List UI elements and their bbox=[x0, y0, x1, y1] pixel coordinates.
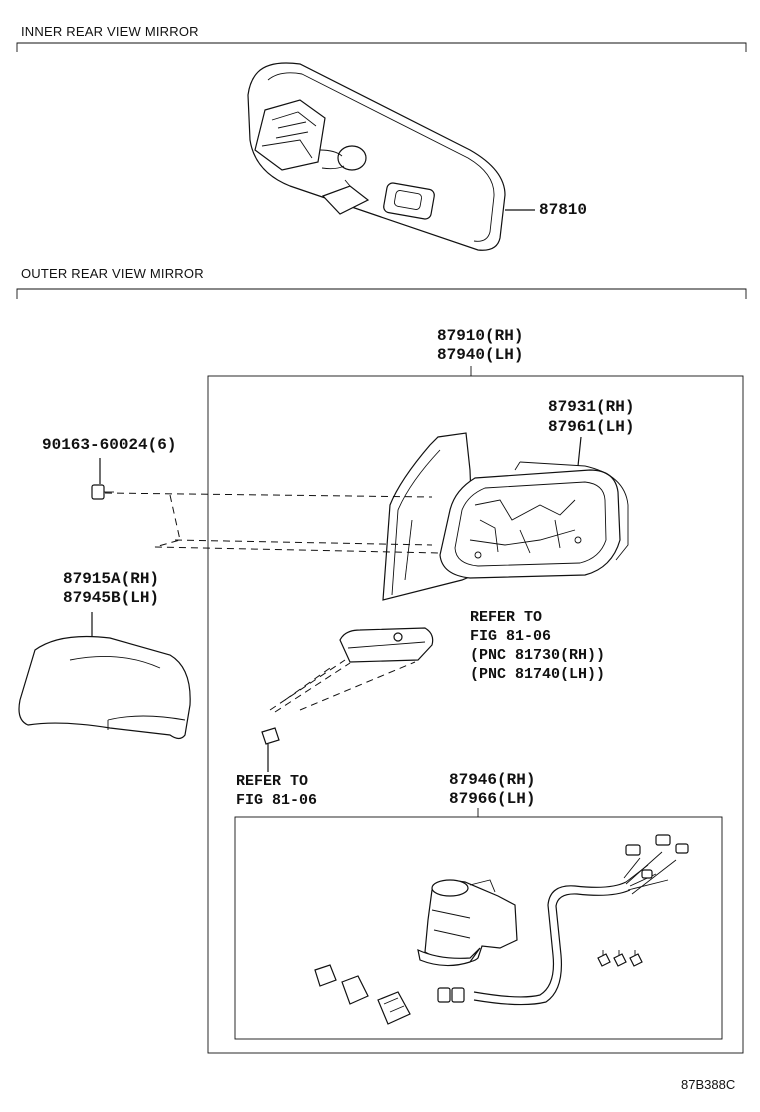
turn-signal-reference-line1: REFER TO bbox=[470, 609, 543, 626]
screw-illustration bbox=[91, 458, 114, 500]
part-number-mirror-glass-rh[interactable]: 87931(RH) bbox=[548, 398, 635, 416]
inner-section-bracket bbox=[16, 42, 747, 52]
bolt-reference-line1: REFER TO bbox=[236, 773, 309, 790]
inner-mirror-illustration bbox=[247, 62, 535, 251]
outer-section-bracket bbox=[16, 288, 747, 299]
inner-section-title: INNER REAR VIEW MIRROR bbox=[21, 24, 199, 39]
turn-signal-reference-line4[interactable]: (PNC 81740(LH)) bbox=[470, 666, 606, 683]
part-number-screw[interactable]: 90163-60024(6) bbox=[42, 436, 177, 454]
part-number-cover-rh[interactable]: 87915A(RH) bbox=[63, 570, 160, 588]
outer-section-title: OUTER REAR VIEW MIRROR bbox=[21, 266, 204, 281]
part-number-inner-mirror[interactable]: 87810 bbox=[539, 201, 588, 219]
diagram-code: 87B388C bbox=[681, 1077, 736, 1092]
part-number-actuator-rh[interactable]: 87946(RH) bbox=[449, 771, 536, 789]
turn-signal-illustration bbox=[261, 627, 434, 772]
turn-signal-reference-line2[interactable]: FIG 81-06 bbox=[470, 628, 552, 645]
outer-mirror-box bbox=[207, 366, 744, 1054]
part-number-mirror-glass-lh[interactable]: 87961(LH) bbox=[548, 418, 635, 436]
mirror-housing-illustration bbox=[104, 432, 629, 601]
part-number-outer-mirror-lh[interactable]: 87940(LH) bbox=[437, 346, 524, 364]
bolt-reference-line2[interactable]: FIG 81-06 bbox=[236, 792, 318, 809]
actuator-box bbox=[234, 808, 723, 1040]
turn-signal-reference-line3[interactable]: (PNC 81730(RH)) bbox=[470, 647, 606, 664]
part-number-outer-mirror-rh[interactable]: 87910(RH) bbox=[437, 327, 524, 345]
part-number-cover-lh[interactable]: 87945B(LH) bbox=[63, 589, 160, 607]
cover-illustration bbox=[18, 612, 191, 740]
actuator-illustration bbox=[314, 834, 689, 1025]
part-number-actuator-lh[interactable]: 87966(LH) bbox=[449, 790, 536, 808]
